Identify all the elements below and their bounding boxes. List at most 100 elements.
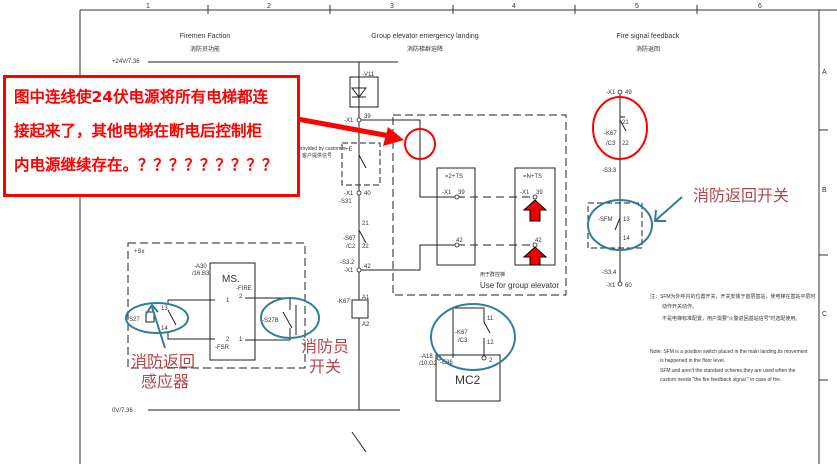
s67-label: -S67 — [343, 236, 356, 242]
terminal-11: 11 — [487, 316, 494, 322]
title-firemen-cn: 消防员功能 — [190, 45, 220, 53]
column-numbers: 1 2 3 4 5 6 A B C — [146, 3, 827, 318]
x1-label: -X1 — [442, 190, 452, 196]
note-en: is happened in the floor level. — [660, 358, 725, 364]
e-label: +E — [345, 147, 353, 153]
red-up-arrows — [522, 199, 548, 266]
a18-ref: /10.G2 — [419, 361, 438, 367]
note-cn: 动作开关动作。 — [662, 303, 697, 310]
x1-label: -X1 — [520, 190, 530, 196]
blue-ellipse-highlight — [430, 303, 516, 371]
column-number: 2 — [267, 3, 271, 10]
sfm-label: -SFM — [598, 217, 613, 223]
pin-1: 1 — [226, 298, 230, 304]
k67-label: -K67 — [337, 299, 350, 305]
blue-arrow-icon — [653, 196, 683, 222]
terminal-22: 22 — [622, 141, 629, 147]
callout-box: 图中连线使24伏电源将所有电梯都连 接起来了，其他电梯在断电后控制柜 内电源继续… — [3, 75, 300, 197]
ms-label: MS. — [222, 274, 240, 285]
a18-label: -A18 — [420, 354, 433, 360]
terminal-39: 39 — [536, 190, 543, 196]
red-circle-highlight — [404, 128, 436, 160]
terminal-21: 21 — [622, 120, 629, 126]
fsr-label: -FSR — [215, 345, 230, 351]
s67-ref: /C2 — [346, 244, 356, 250]
terminal-21: 21 — [362, 221, 369, 227]
terminal-39: 39 — [364, 114, 371, 120]
x1-label: -X1 — [344, 191, 354, 197]
note-en: SFM and aren't the standard scheme,they … — [660, 368, 796, 374]
s27b-label: -S27B — [262, 318, 279, 324]
v11-label: -V11 — [362, 72, 375, 78]
title-firemen: Firemen Faction — [180, 33, 231, 40]
x1-label: -X1 — [606, 283, 616, 289]
provided-label: provided by customer — [298, 146, 346, 152]
callout-line: 接起来了，其他电梯在断电后控制柜 — [14, 122, 263, 140]
k67-ref: /C3 — [458, 338, 468, 344]
mc2-label: MC2 — [455, 373, 481, 387]
sensor-annotation-line1: 消防返回 — [131, 352, 196, 371]
tsn-label: =N+TS — [523, 174, 542, 180]
arrow-up-icon — [522, 246, 548, 266]
callout-line: 图中连线使24伏电源将所有电梯都连 — [14, 88, 269, 106]
pin-2: 2 — [226, 337, 230, 343]
a2-label: A2 — [362, 322, 370, 328]
blue-arrow-icon — [145, 303, 166, 349]
sensor-annotation-line2: 感应器 — [141, 372, 190, 391]
note-cn: 不是电梯标准配置，用户需要“火警返回基站信号”时选配使用。 — [662, 315, 800, 322]
ground-label: 0V/7.36 — [112, 408, 133, 414]
blue-ellipse-highlight — [260, 297, 320, 339]
diode-icon — [350, 87, 368, 98]
k67-label: -K67 — [604, 131, 617, 137]
note-en: custom needs "the fire feedback signal "… — [660, 377, 781, 383]
column-number: 5 — [635, 3, 639, 10]
a30-ref: /16.B3 — [192, 271, 210, 277]
k67-label: -K67 — [455, 330, 468, 336]
terminal-13: 13 — [161, 306, 168, 312]
row-letter: C — [822, 311, 827, 318]
ts2-label: =2+TS — [445, 174, 463, 180]
terminal-14: 14 — [161, 326, 168, 332]
fire-label: -FIRE — [236, 286, 252, 292]
title-group: Group elevator emergency landing — [371, 33, 479, 40]
column-number: 6 — [758, 3, 762, 10]
callout-line: 内电源继续存在。？？？？？？？？？ — [14, 156, 278, 174]
a1-label: A1 — [362, 295, 370, 301]
use-label: Use for group elevator — [480, 281, 559, 290]
terminal-42: 42 — [535, 238, 542, 244]
pin-2: 2 — [489, 358, 493, 364]
terminal-42: 42 — [364, 264, 371, 270]
terminal-40: 40 — [364, 191, 371, 197]
x1-label: -X1 — [344, 268, 354, 274]
pin-2: 2 — [239, 294, 243, 300]
terminal-22: 22 — [362, 244, 369, 250]
column-number: 1 — [146, 3, 150, 10]
pin-1: 1 — [239, 337, 243, 343]
terminal-42: 42 — [456, 238, 463, 244]
title-feedback-cn: 消防返回 — [636, 45, 660, 53]
note-en: Note: SFM is a position switch placed in… — [650, 349, 808, 355]
column-number: 4 — [512, 3, 516, 10]
row-letter: B — [822, 187, 827, 194]
markup-annotations — [125, 96, 683, 371]
x1-label: -X1 — [344, 118, 354, 124]
section-titles: Firemen Faction 消防员功能 Group elevator eme… — [180, 33, 680, 53]
title-group-cn: 消防梯群迫降 — [407, 45, 443, 53]
terminal-12: 12 — [487, 340, 494, 346]
x1-label: -X1 — [606, 90, 616, 96]
fireman-annotation-line2: 开关 — [309, 357, 342, 376]
use-label-cn: 用于群控梯 — [480, 271, 505, 278]
s33-label: -S3.3 — [602, 168, 617, 174]
row-letter: A — [822, 69, 827, 76]
sx-label: +Sx — [134, 249, 145, 255]
red-circle-highlight — [592, 96, 648, 160]
fireman-annotation-line1: 消防员 — [301, 337, 350, 356]
s34-label: -S3.4 — [602, 270, 617, 276]
red-arrow-icon — [291, 115, 391, 139]
supply-label: +24V/7.36 — [112, 59, 140, 65]
note-cn: 注：SFM为外呼内的位置开关，开关安装于首层基站，使电梯在基站平层时 — [650, 293, 816, 300]
blue-ellipse-highlight — [125, 302, 189, 334]
red-arrowhead-icon — [383, 127, 404, 146]
notes: 注：SFM为外呼内的位置开关，开关安装于首层基站，使电梯在基站平层时 动作开关动… — [650, 293, 816, 383]
